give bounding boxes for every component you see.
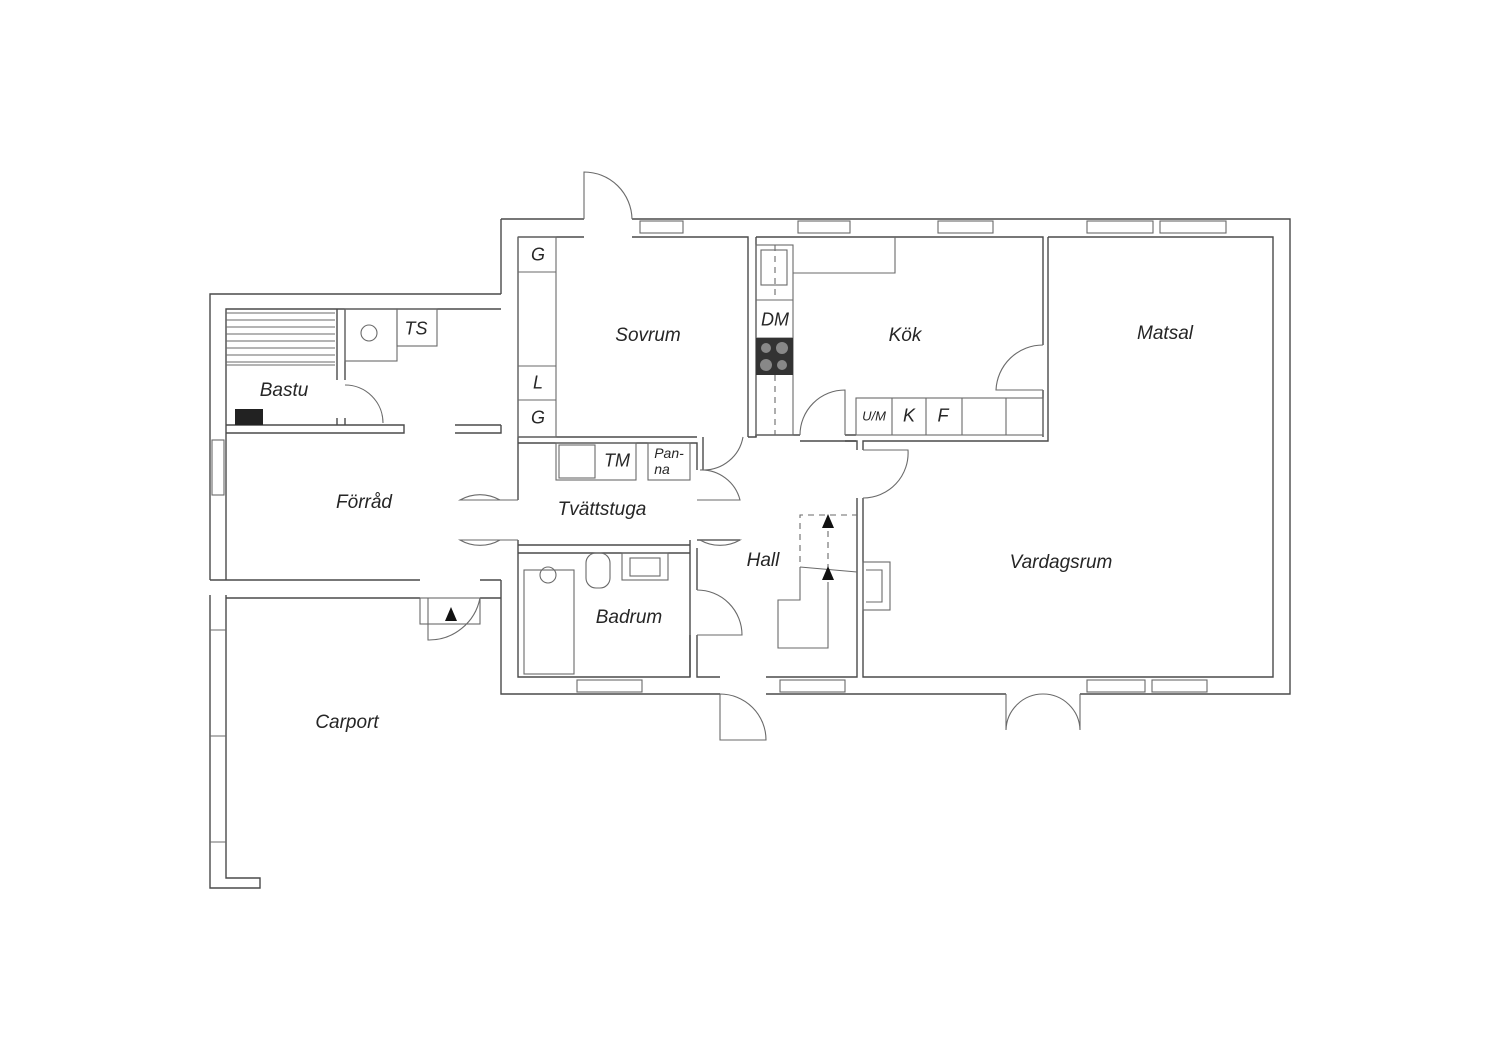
boiler-label-line-2: na <box>654 461 670 477</box>
boiler-label-line-1: Pan- <box>654 445 684 461</box>
room-label-vardagsrum: Vardagsrum <box>1009 552 1113 573</box>
room-label-tvattstuga: Tvättstuga <box>557 499 647 520</box>
doors <box>344 171 1081 741</box>
sauna-heater <box>235 409 263 425</box>
room-label-kok: Kök <box>888 325 922 346</box>
fixture-label-oven-microwave: U/M <box>862 408 886 424</box>
fixtures <box>226 236 1044 675</box>
room-label-hall: Hall <box>746 550 780 571</box>
fixture-label-washing-machine: TM <box>604 450 630 471</box>
fixture-label-boiler: Pan-na <box>654 445 684 477</box>
fixture-label-linen: L <box>532 372 544 393</box>
fixture-label-freezer: F <box>937 405 949 426</box>
stairs <box>419 514 858 649</box>
room-label-bastu: Bastu <box>259 380 309 401</box>
fixture-label-fridge: K <box>902 405 916 426</box>
stove <box>756 338 793 375</box>
room-label-sovrum: Sovrum <box>615 325 681 346</box>
room-label-carport: Carport <box>315 712 379 733</box>
windows <box>211 220 1227 693</box>
fixture-label-wardrobe: G <box>530 244 546 265</box>
fixture-label-dishwasher: DM <box>761 309 789 330</box>
fixture-label-dryer-cabinet: TS <box>404 318 428 339</box>
interior-walls <box>226 237 858 678</box>
room-label-matsal: Matsal <box>1137 323 1193 344</box>
room-label-badrum: Badrum <box>595 607 663 628</box>
room-label-forrad: Förråd <box>336 492 392 513</box>
fixture-label-wardrobe: G <box>530 407 546 428</box>
